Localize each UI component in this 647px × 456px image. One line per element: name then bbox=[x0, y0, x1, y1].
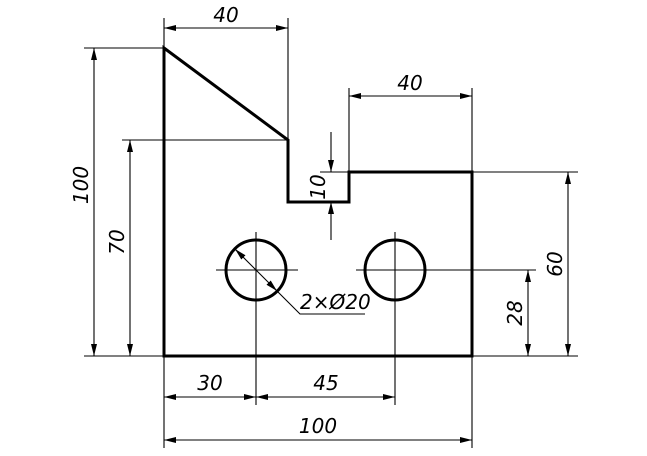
dim-label-hole-x: 30 bbox=[197, 371, 222, 395]
dim-label-step-width: 40 bbox=[397, 71, 422, 95]
dim-label-right-height: 60 bbox=[543, 251, 567, 276]
diameter-leader bbox=[276, 290, 365, 315]
dim-label-top-width: 40 bbox=[213, 3, 238, 27]
dim-label-total-width: 100 bbox=[299, 414, 337, 438]
dim-label-hole-height: 28 bbox=[503, 300, 527, 325]
dim-label-left-height: 70 bbox=[105, 229, 129, 254]
dim-label-hole-spacing: 45 bbox=[313, 371, 338, 395]
dim-label-hole-note: 2×Ø20 bbox=[300, 290, 371, 314]
dim-label-notch-depth: 10 bbox=[306, 174, 330, 199]
diameter-line bbox=[234, 248, 278, 292]
dim-label-total-height: 100 bbox=[69, 166, 93, 204]
